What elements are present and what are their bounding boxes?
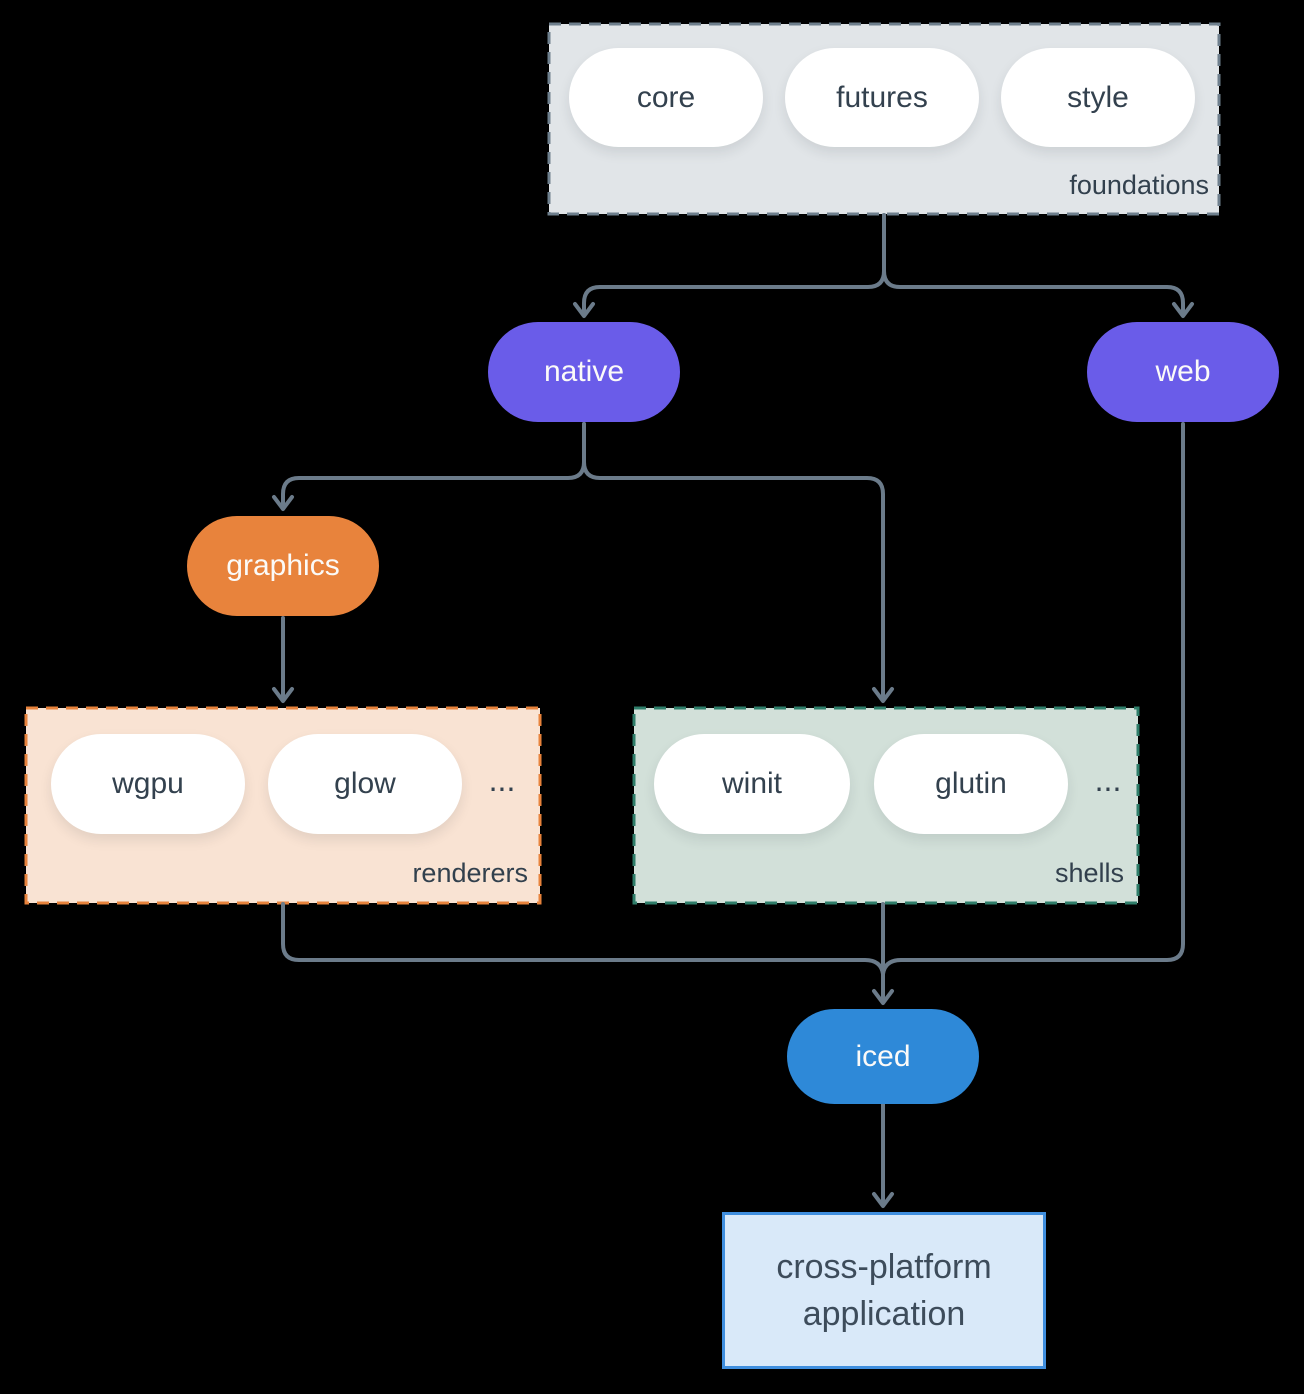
shells-group-label: shells [1054,858,1124,888]
pill-futures-label: futures [836,80,928,114]
application-label-line2: application [802,1294,966,1333]
node-web-label: web [1155,355,1211,388]
edge-web-iced [881,422,1185,976]
pill-wgpu: wgpu [51,734,245,834]
arrowhead-shells [872,687,894,703]
edge-foundations-web [882,213,1185,314]
node-iced-label: iced [855,1039,911,1073]
pill-core: core [569,48,763,147]
node-graphics: graphics [187,516,379,616]
pill-winit: winit [654,734,850,834]
application-label-line1: cross-platform [776,1247,992,1286]
pill-style-label: style [1067,80,1129,114]
edge-native-shells [582,422,885,699]
arrowhead-graphics [272,495,294,511]
pill-wgpu-label: wgpu [112,767,184,800]
renderers-ellipsis: ... [488,762,516,798]
arrowhead-iced [872,989,894,1005]
arrowhead-native [573,302,595,318]
edge-native-graphics [281,422,586,507]
node-iced: iced [787,1009,979,1104]
pill-glow: glow [268,734,462,834]
pill-core-label: core [636,80,696,114]
pill-glow-label: glow [334,767,396,800]
pill-glutin-label: glutin [935,767,1007,800]
shells-ellipsis: ... [1094,762,1122,798]
arrowhead-application [872,1192,894,1208]
pill-style: style [1001,48,1195,147]
node-web: web [1087,322,1279,422]
arrowhead-renderers [272,687,294,703]
arrowhead-web [1172,302,1194,318]
node-native: native [488,322,680,422]
edge-foundations-native [582,213,886,314]
node-graphics-label: graphics [226,549,340,582]
pill-glutin: glutin [874,734,1068,834]
pill-winit-label: winit [721,767,782,800]
pill-futures: futures [785,48,979,147]
renderers-group-label: renderers [412,858,528,888]
foundations-group-label: foundations [1069,170,1209,200]
node-native-label: native [543,355,625,388]
application-box: cross-platform application [722,1212,1046,1369]
edge-renderers-iced [281,902,885,976]
